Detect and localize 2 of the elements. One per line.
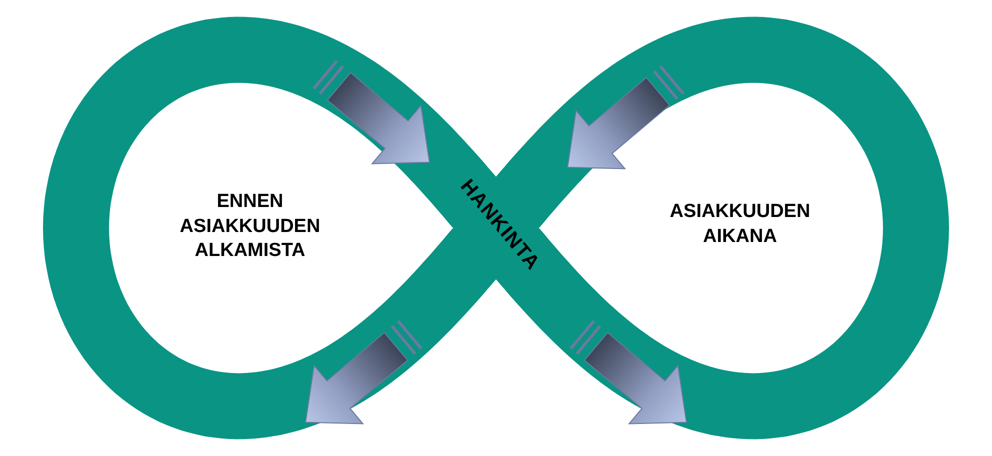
- loop-label: ASIAKKUUDEN AIKANA: [668, 200, 812, 249]
- loop-label: ENNEN ASIAKKUUDEN ALKAMISTA: [178, 190, 322, 264]
